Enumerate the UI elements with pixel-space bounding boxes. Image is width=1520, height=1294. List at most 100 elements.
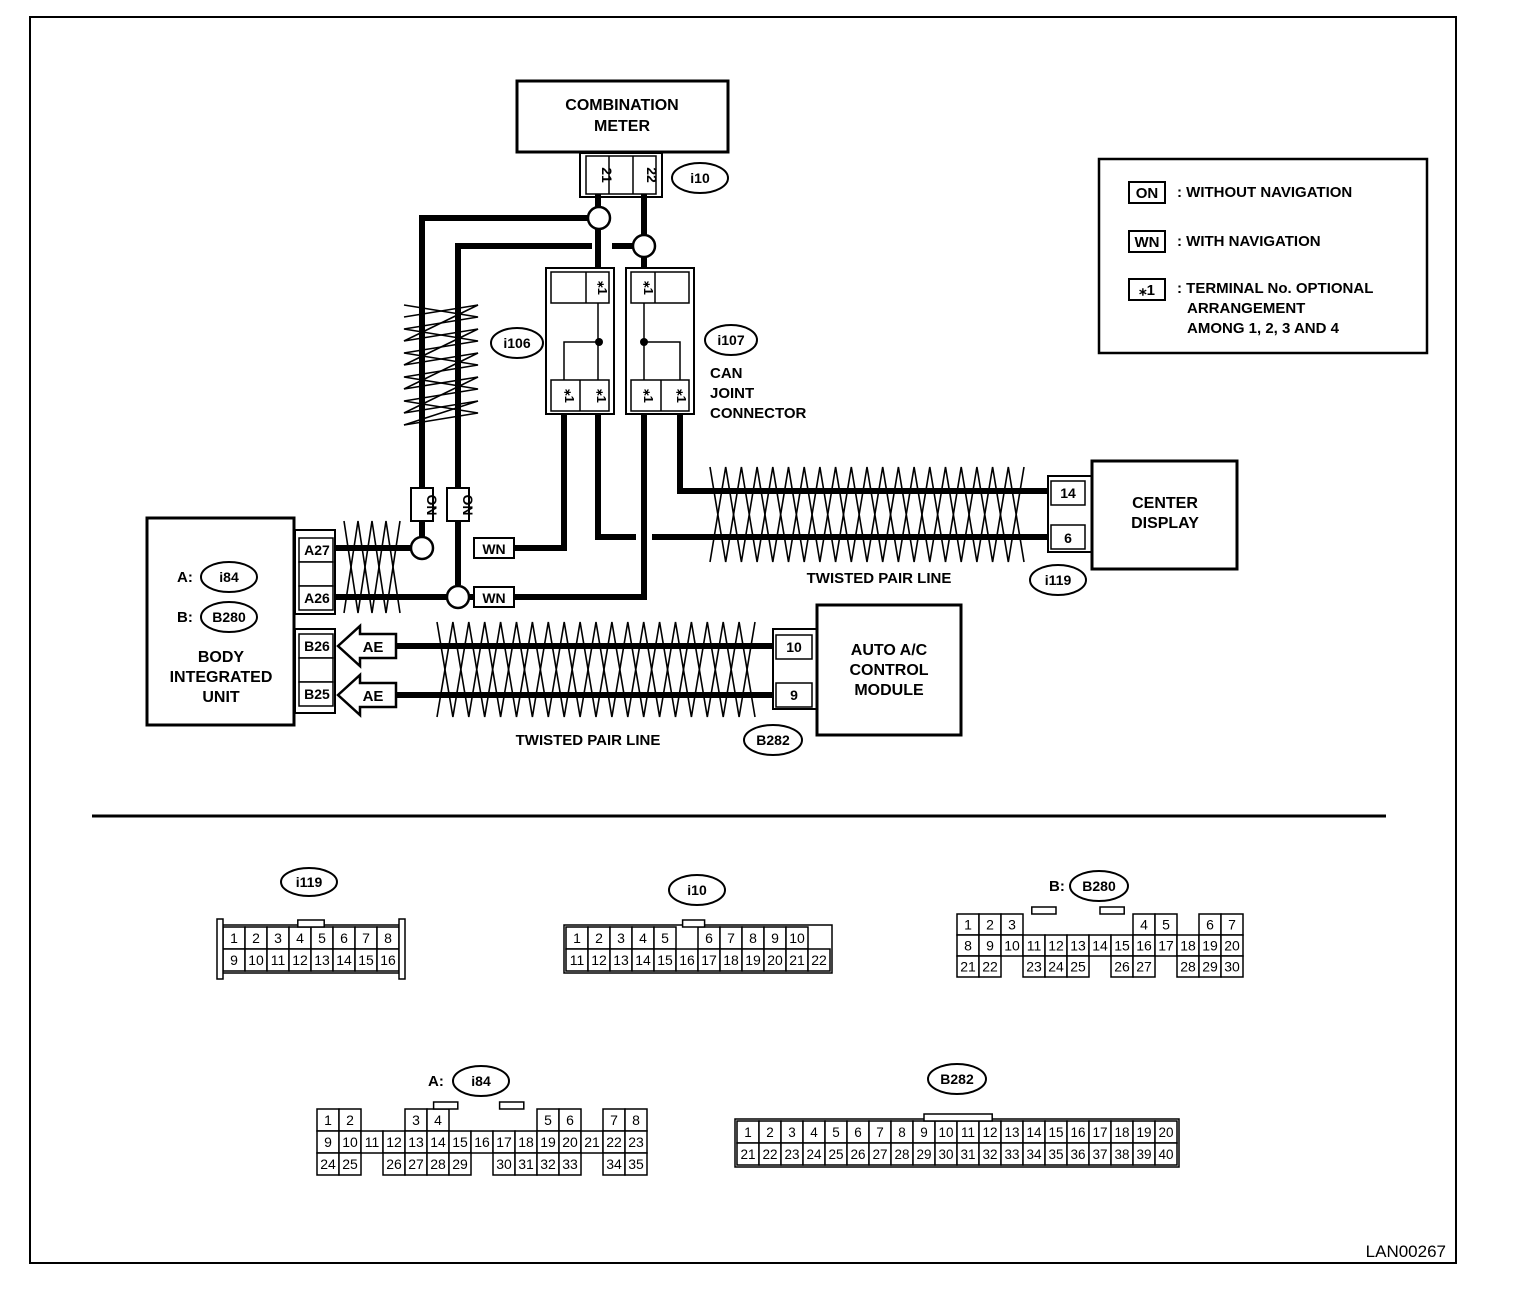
- splice-points: [409, 205, 657, 610]
- svg-text:B282: B282: [756, 732, 790, 748]
- pin-b280-13: 13: [1070, 938, 1086, 954]
- pin-b282-34: 34: [1026, 1147, 1042, 1162]
- pin-i119-3: 3: [274, 930, 282, 946]
- pin-i10-10: 10: [789, 930, 805, 946]
- pin-b282-17: 17: [1092, 1125, 1107, 1140]
- svg-text:MODULE: MODULE: [854, 682, 924, 699]
- pin-b282-30: 30: [938, 1147, 953, 1162]
- pin-b282-19: 19: [1136, 1125, 1151, 1140]
- pin-b282-7: 7: [876, 1125, 884, 1140]
- pin-b280-4: 4: [1140, 917, 1148, 933]
- pin-i84-17: 17: [496, 1134, 512, 1150]
- pin-b282-4: 4: [810, 1125, 818, 1140]
- pin-i119-10: 10: [248, 952, 264, 968]
- joint-label-1: CAN: [710, 365, 743, 382]
- meter-pin-22: 22: [644, 167, 660, 183]
- pin-i119-5: 5: [318, 930, 326, 946]
- legend-wn-box: [1128, 230, 1166, 253]
- pin-i10-18: 18: [723, 952, 739, 968]
- pin-i119-11: 11: [271, 952, 286, 968]
- pin-b282-1: 1: [744, 1125, 752, 1140]
- body-pin-b26: B26: [304, 638, 330, 654]
- center-display: 14 6 CENTER DISPLAY i119: [1029, 459, 1239, 596]
- pin-i119-1: 1: [230, 930, 238, 946]
- pin-b280-1: 1: [964, 917, 972, 933]
- pin-i84-30: 30: [496, 1156, 512, 1172]
- svg-text:ON: ON: [460, 495, 476, 516]
- pin-b282-3: 3: [788, 1125, 796, 1140]
- legend-star-box: [1128, 278, 1166, 301]
- pin-i84-22: 22: [606, 1134, 622, 1150]
- pin-b280-3: 3: [1008, 917, 1016, 933]
- pin-i119-14: 14: [336, 952, 352, 968]
- svg-text:⁎1: ⁎1: [641, 389, 656, 403]
- pin-b280-21: 21: [960, 959, 976, 975]
- pin-i84-13: 13: [408, 1134, 424, 1150]
- pin-b280-22: 22: [982, 959, 998, 975]
- pin-b280-5: 5: [1162, 917, 1170, 933]
- combination-meter-label-1: COMBINATION: [565, 97, 678, 114]
- pin-b282-29: 29: [916, 1147, 931, 1162]
- legend-wn-code: WN: [1135, 234, 1160, 251]
- pin-i84-21: 21: [584, 1134, 600, 1150]
- pin-i10-1: 1: [573, 930, 581, 946]
- pin-b282-2: 2: [766, 1125, 774, 1140]
- pin-i84-9: 9: [324, 1134, 332, 1150]
- pin-i119-7: 7: [362, 930, 370, 946]
- pin-i84-10: 10: [342, 1134, 358, 1150]
- svg-text:ON: ON: [424, 495, 440, 516]
- body-pin-a27: A27: [304, 542, 330, 558]
- pin-i119-8: 8: [384, 930, 392, 946]
- svg-text:i10: i10: [687, 882, 707, 898]
- pin-i10-20: 20: [767, 952, 783, 968]
- pin-i10-22: 22: [811, 952, 827, 968]
- legend-star-text-2: ARRANGEMENT: [1187, 300, 1305, 317]
- pin-b280-8: 8: [964, 938, 972, 954]
- pin-i10-5: 5: [661, 930, 669, 946]
- svg-text:B280: B280: [212, 609, 246, 625]
- diagram-frame: [29, 16, 1457, 1264]
- pin-i10-15: 15: [657, 952, 673, 968]
- pin-i84-31: 31: [518, 1156, 534, 1172]
- pin-b282-8: 8: [898, 1125, 906, 1140]
- pin-b282-21: 21: [740, 1147, 755, 1162]
- svg-text:⁎1: ⁎1: [562, 389, 577, 403]
- pin-i10-2: 2: [595, 930, 603, 946]
- body-integrated-unit: A: i84 B: B280 BODY INTEGRATED UNIT A27 …: [145, 516, 336, 727]
- pin-i84-6: 6: [566, 1112, 574, 1128]
- pin-i84-34: 34: [606, 1156, 622, 1172]
- on-code-right: ON: [446, 487, 476, 522]
- pin-b282-35: 35: [1048, 1147, 1063, 1162]
- pin-b280-2: 2: [986, 917, 994, 933]
- pin-i84-2: 2: [346, 1112, 354, 1128]
- pin-b280-27: 27: [1136, 959, 1152, 975]
- figure-code: LAN00267: [1366, 1242, 1446, 1261]
- ae-arrow-upper: AE: [336, 623, 398, 669]
- connector-tag-i107: [704, 324, 758, 356]
- pin-b282-32: 32: [982, 1147, 997, 1162]
- pin-i10-7: 7: [727, 930, 735, 946]
- pin-i84-27: 27: [408, 1156, 424, 1172]
- pin-b280-30: 30: [1224, 959, 1240, 975]
- pin-b282-24: 24: [806, 1147, 822, 1162]
- pin-b282-26: 26: [850, 1147, 865, 1162]
- pin-b280-23: 23: [1026, 959, 1042, 975]
- pin-i119-6: 6: [340, 930, 348, 946]
- pin-i84-32: 32: [540, 1156, 556, 1172]
- svg-text:B280: B280: [1082, 878, 1116, 894]
- svg-text:WN: WN: [482, 541, 505, 557]
- wn-code-upper: WN: [473, 537, 515, 559]
- pin-i84-33: 33: [562, 1156, 578, 1172]
- pin-i10-19: 19: [745, 952, 761, 968]
- pin-b280-15: 15: [1114, 938, 1130, 954]
- pin-b282-15: 15: [1048, 1125, 1063, 1140]
- svg-text:B:: B:: [177, 609, 193, 626]
- pin-i84-16: 16: [474, 1134, 490, 1150]
- pin-i10-8: 8: [749, 930, 757, 946]
- svg-text:A:: A:: [177, 569, 193, 586]
- pin-b280-28: 28: [1180, 959, 1196, 975]
